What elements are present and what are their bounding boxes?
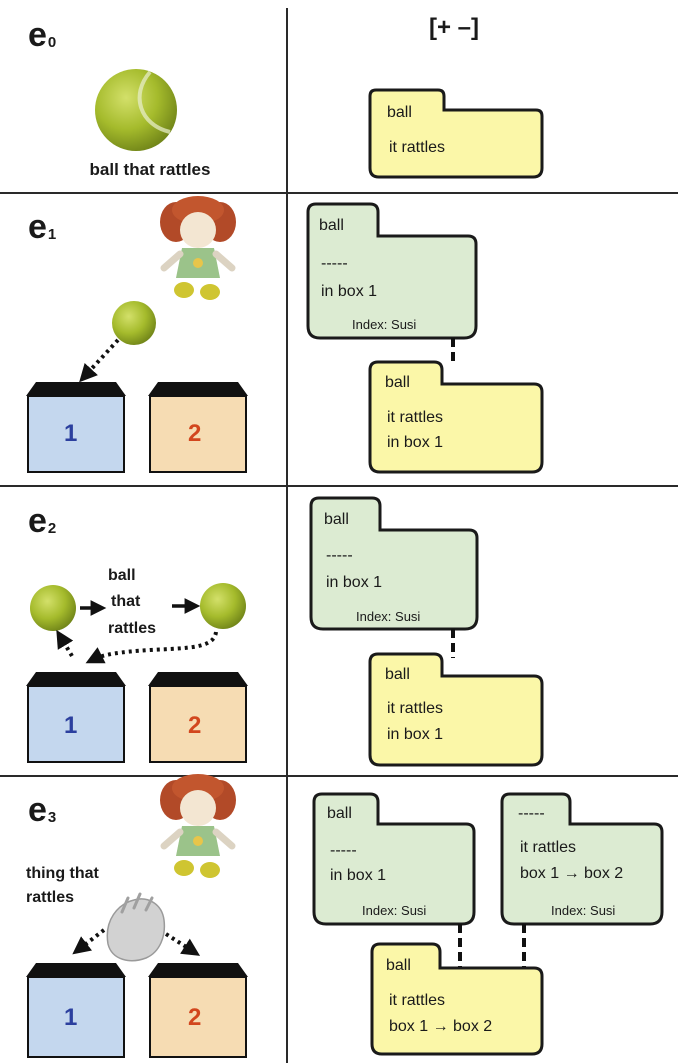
storage-box-icon <box>26 672 126 763</box>
file-tab-label: ball <box>385 374 410 391</box>
hands-icon <box>106 892 166 962</box>
grid-lines <box>0 8 678 1063</box>
file-e2-yellow <box>368 652 544 767</box>
tennis-ball-icon <box>30 585 76 631</box>
file-e3-yellow <box>370 942 544 1056</box>
storage-box-icon <box>26 963 126 1058</box>
file-tab-label: ball <box>327 805 352 822</box>
file-e1-yellow <box>368 360 544 474</box>
event-label-e0: e0 <box>28 16 57 54</box>
file-text: it rattles <box>520 839 577 856</box>
box1-number: 1 <box>64 1004 78 1031</box>
tennis-ball-icon <box>112 301 156 345</box>
file-text: it rattles <box>387 409 444 426</box>
rag-doll-icon <box>160 774 236 878</box>
e3-caption-line1: thing that <box>26 865 99 882</box>
file-text: ----- <box>321 255 348 272</box>
notation-header: [+ –] <box>429 14 480 41</box>
file-text: it rattles <box>387 700 444 717</box>
file-text: ----- <box>518 805 545 822</box>
tennis-ball-icon <box>200 583 246 629</box>
e2-caption-line2: that <box>111 593 141 610</box>
e2-caption-line3: rattles <box>108 620 157 637</box>
file-text: box 1 → box 2 <box>520 865 624 882</box>
dotted-arrow <box>164 932 201 956</box>
file-e2-green <box>309 496 479 631</box>
file-index: Index: Susi <box>352 317 417 332</box>
file-e1-green <box>306 202 478 340</box>
event-label-e3: e3 <box>28 791 57 829</box>
file-index: Index: Susi <box>356 609 421 624</box>
file-tab-label: ball <box>387 104 412 121</box>
box2-number: 2 <box>188 420 202 447</box>
file-text: box 1 → box 2 <box>389 1018 493 1035</box>
dotted-arrow <box>85 631 218 664</box>
file-text: it rattles <box>389 139 446 156</box>
file-text: in box 1 <box>321 283 378 300</box>
e2-caption-line1: ball <box>108 567 136 584</box>
e3-caption-line2: rattles <box>26 889 75 906</box>
file-text: in box 1 <box>326 574 383 591</box>
file-e3-green-right <box>500 792 664 926</box>
file-index: Index: Susi <box>362 903 427 918</box>
file-e3-green-left <box>312 792 476 926</box>
rag-doll-icon <box>160 196 236 300</box>
tennis-ball-icon <box>95 69 177 151</box>
storage-box-icon <box>26 382 126 473</box>
box2-number: 2 <box>188 712 202 739</box>
storage-box-icon <box>148 963 248 1058</box>
dotted-arrow <box>72 928 106 955</box>
event-label-e2: e2 <box>28 502 57 540</box>
file-text: in box 1 <box>387 434 444 451</box>
file-tab-label: ball <box>386 957 411 974</box>
file-text: it rattles <box>389 992 446 1009</box>
dotted-arrow <box>79 338 120 383</box>
file-text: in box 1 <box>330 867 387 884</box>
file-text: ----- <box>326 547 353 564</box>
file-text: ----- <box>330 842 357 859</box>
storage-box-icon <box>148 672 248 763</box>
event-label-e1: e1 <box>28 208 57 246</box>
file-tab-label: ball <box>324 511 349 528</box>
file-text: in box 1 <box>387 726 444 743</box>
file-tab-label: ball <box>319 217 344 234</box>
box2-number: 2 <box>188 1004 202 1031</box>
box1-number: 1 <box>64 420 78 447</box>
file-index: Index: Susi <box>551 903 616 918</box>
storage-box-icon <box>148 382 248 473</box>
box1-number: 1 <box>64 712 78 739</box>
file-e0-yellow <box>368 88 544 179</box>
file-tab-label: ball <box>385 666 410 683</box>
dotted-arrow <box>56 629 74 658</box>
e0-caption: ball that rattles <box>89 160 211 179</box>
